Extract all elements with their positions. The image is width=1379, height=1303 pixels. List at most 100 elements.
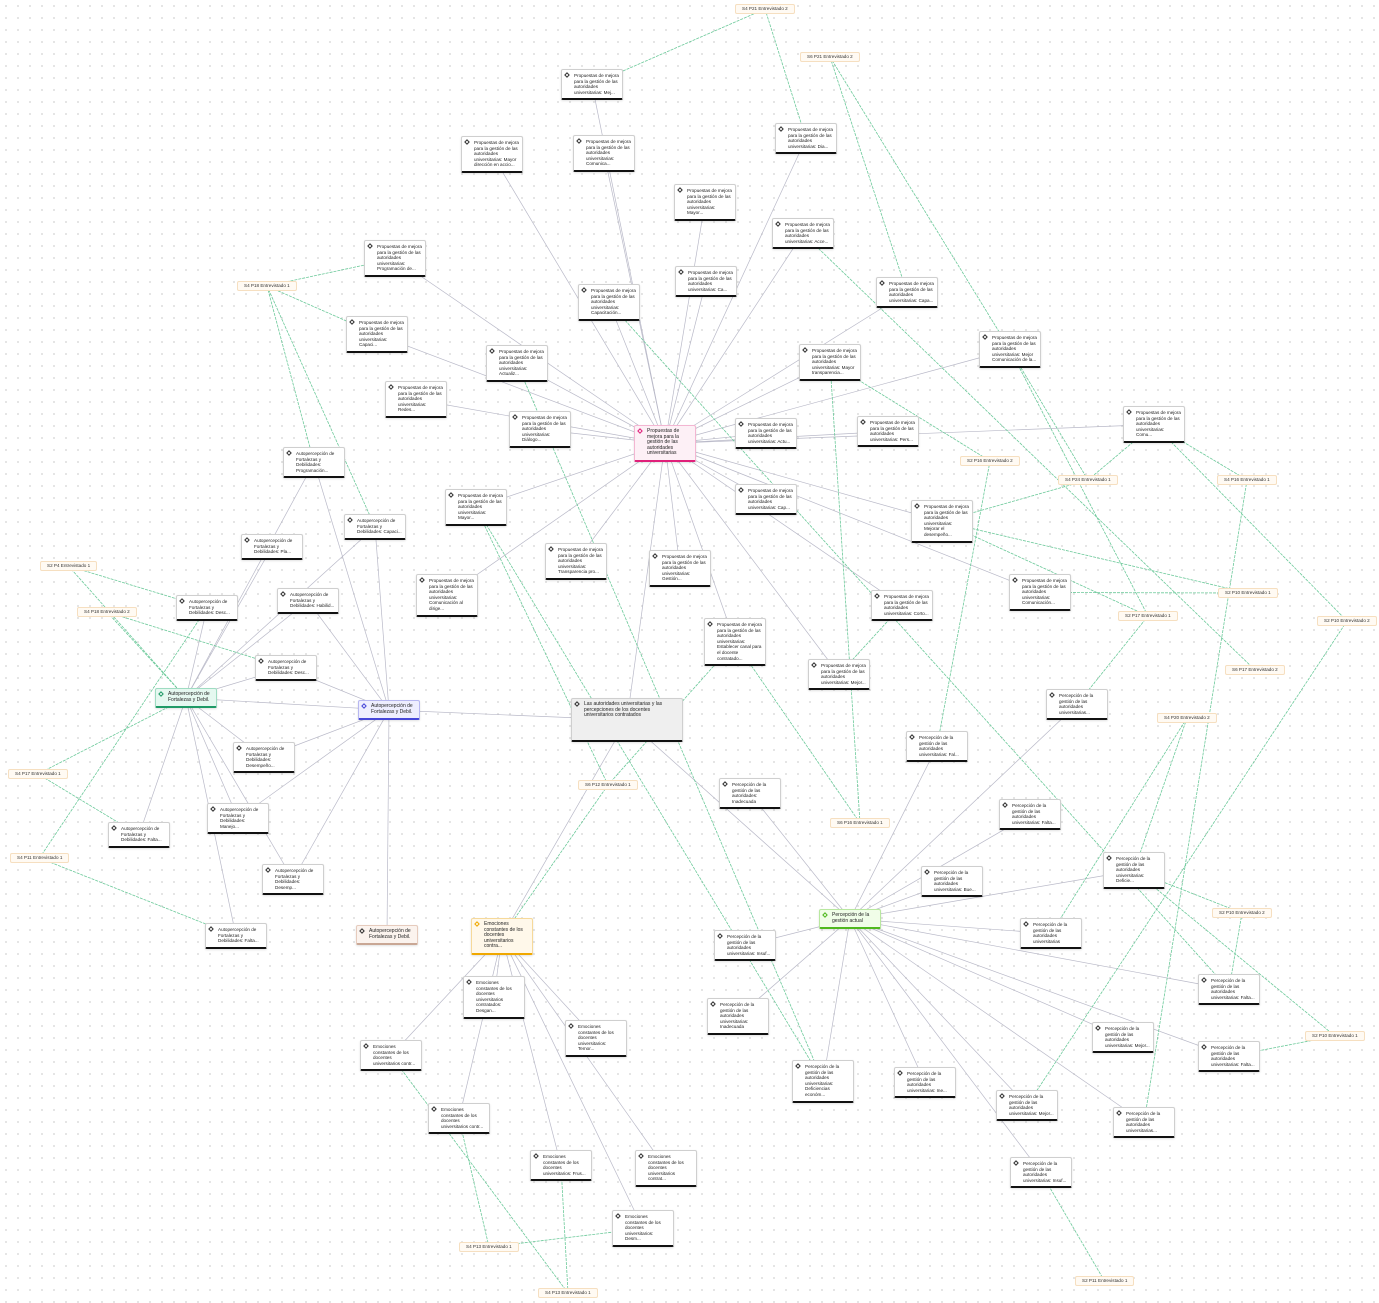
- hub-code-node[interactable]: Autopercepción de Fortalezas y Debil.: [358, 700, 420, 721]
- code-node[interactable]: Percepción de la gestión de las autorida…: [999, 799, 1061, 831]
- quotation-node[interactable]: S2 P11 Entrevistado 1: [1075, 1276, 1135, 1286]
- relation-edge: [849, 918, 1124, 1038]
- code-node[interactable]: Autopercepción de Fortalezas y Debilidad…: [344, 514, 406, 540]
- code-node[interactable]: Percepción de la gestión de las autorida…: [1113, 1107, 1175, 1139]
- quotation-node[interactable]: S2 P17 Entrevistado 1: [1118, 611, 1178, 621]
- code-node[interactable]: Propuestas de mejora para la gestión de …: [876, 277, 938, 309]
- quotation-node[interactable]: S2 P4 Entrevistado 1: [40, 561, 98, 571]
- code-node[interactable]: Propuestas de mejora para la gestión de …: [416, 574, 478, 617]
- code-node[interactable]: Percepción de la gestión de las autorida…: [1198, 974, 1260, 1006]
- code-node[interactable]: Percepción de la gestión de las autorida…: [1046, 689, 1108, 721]
- code-node[interactable]: Emociones constantes de los docentes uni…: [463, 976, 525, 1019]
- code-node[interactable]: Percepción de la gestión de las autorida…: [1020, 918, 1082, 950]
- quotation-node[interactable]: S2 P10 Entrevistado 1: [1305, 1031, 1365, 1041]
- quotation-node[interactable]: S6 P12 Entrevistado 1: [578, 780, 638, 790]
- code-node[interactable]: Propuestas de mejora para la gestión de …: [461, 136, 523, 173]
- code-node[interactable]: Autopercepción de Fortalezas y Debilidad…: [205, 923, 267, 949]
- hub-code-node[interactable]: Autopercepción de Fortalezas y Debil.: [356, 925, 418, 946]
- quotation-node[interactable]: S4 P17 Entrevistado 1: [8, 769, 68, 779]
- code-node[interactable]: Autopercepción de Fortalezas y Debilidad…: [255, 655, 317, 681]
- code-node[interactable]: Propuestas de mejora para la gestión de …: [545, 543, 607, 580]
- code-node[interactable]: Emociones constantes de los docentes uni…: [360, 1040, 422, 1072]
- code-node[interactable]: Autopercepción de Fortalezas y Debilidad…: [262, 864, 324, 896]
- code-node[interactable]: Propuestas de mejora para la gestión de …: [775, 123, 837, 155]
- code-diamond-icon: [179, 598, 185, 604]
- code-node[interactable]: Propuestas de mejora para la gestión de …: [911, 500, 973, 543]
- code-node[interactable]: Propuestas de mejora para la gestión de …: [799, 344, 861, 381]
- code-node[interactable]: Percepción de la gestión de las autorida…: [1010, 1157, 1072, 1189]
- quotation-node[interactable]: S4 P11 Entrevistado 1: [10, 853, 70, 863]
- quotation-node[interactable]: S4 P24 Entrevistado 1: [1058, 475, 1118, 485]
- hub-code-node[interactable]: Las autoridades universitarias y las per…: [571, 698, 683, 742]
- code-diamond-icon: [581, 287, 587, 293]
- code-node[interactable]: Autopercepción de Fortalezas y Debilidad…: [233, 742, 295, 774]
- code-node[interactable]: Propuestas de mejora para la gestión de …: [509, 411, 571, 448]
- code-node[interactable]: Propuestas de mejora para la gestión de …: [808, 659, 870, 691]
- code-node[interactable]: Percepción de la gestión de las autorida…: [906, 731, 968, 763]
- code-node[interactable]: Percepción de la gestión de las autorida…: [894, 1067, 956, 1099]
- code-node[interactable]: Propuestas de mejora para la gestión de …: [346, 316, 408, 353]
- code-node[interactable]: Propuestas de mejora para la gestión de …: [1123, 406, 1185, 443]
- code-node[interactable]: Autopercepción de Fortalezas y Debilidad…: [283, 447, 345, 479]
- code-node[interactable]: Autopercepción de Fortalezas y Debilidad…: [176, 595, 238, 621]
- code-node[interactable]: Propuestas de mejora para la gestión de …: [486, 345, 548, 382]
- code-node[interactable]: Percepción de la gestión de las autorida…: [707, 998, 769, 1035]
- quotation-node[interactable]: S4 P21 Entrevistado 2: [735, 4, 795, 14]
- code-node[interactable]: Propuestas de mejora para la gestión de …: [561, 69, 623, 101]
- code-node[interactable]: Percepción de la gestión de las autorida…: [792, 1060, 854, 1103]
- code-node[interactable]: Emociones constantes de los docentes uni…: [530, 1150, 592, 1182]
- node-label: Autopercepción de Fortalezas y Debilidad…: [268, 659, 309, 676]
- code-node[interactable]: Propuestas de mejora para la gestión de …: [649, 550, 711, 587]
- code-node[interactable]: Autopercepción de Fortalezas y Debilidad…: [277, 588, 339, 614]
- code-node[interactable]: Autopercepción de Fortalezas y Debilidad…: [207, 803, 269, 835]
- code-node[interactable]: Propuestas de mejora para la gestión de …: [445, 489, 507, 526]
- quotation-node[interactable]: S4 P18 Entrevistado 2: [77, 607, 137, 617]
- relation-edge: [458, 936, 503, 1119]
- quotation-node[interactable]: S4 P20 Entrevistado 2: [1157, 713, 1217, 723]
- code-node[interactable]: Propuestas de mejora para la gestión de …: [364, 240, 426, 277]
- quotation-node[interactable]: S4 P13 Entrevistado 1: [538, 1288, 598, 1298]
- quotation-node[interactable]: S6 P21 Entrevistado 2: [800, 52, 860, 62]
- code-node[interactable]: Propuestas de mejora para la gestión de …: [772, 218, 834, 250]
- code-node[interactable]: Propuestas de mejora para la gestión de …: [578, 284, 640, 321]
- code-diamond-icon: [111, 825, 117, 831]
- hub-code-node[interactable]: Propuestas de mejora para la gestión de …: [634, 425, 696, 462]
- code-node[interactable]: Emociones constantes de los docentes uni…: [565, 1020, 627, 1057]
- code-node[interactable]: Percepción de la gestión de las autorida…: [719, 778, 781, 810]
- quotation-node[interactable]: S2 P16 Entrevistado 2: [960, 456, 1020, 466]
- code-node[interactable]: Percepción de la gestión de las autorida…: [1103, 852, 1165, 889]
- code-node[interactable]: Percepción de la gestión de las autorida…: [1092, 1022, 1154, 1054]
- quotation-node[interactable]: S6 P16 Entrevistado 1: [830, 818, 890, 828]
- quotation-node[interactable]: S6 P17 Entrevistado 2: [1225, 665, 1285, 675]
- hub-code-node[interactable]: Autopercepción de Fortalezas y Debil.: [155, 688, 217, 709]
- code-node[interactable]: Percepción de la gestión de las autorida…: [714, 930, 776, 962]
- code-node[interactable]: Emociones constantes de los docentes uni…: [428, 1103, 490, 1135]
- code-node[interactable]: Propuestas de mejora para la gestión de …: [871, 590, 933, 622]
- quotation-node[interactable]: S4 P13 Entrevistado 1: [459, 1242, 519, 1252]
- code-node[interactable]: Propuestas de mejora para la gestión de …: [735, 418, 797, 450]
- code-node[interactable]: Emociones constantes de los docentes uni…: [635, 1150, 697, 1187]
- code-diamond-icon: [795, 1063, 801, 1069]
- code-node[interactable]: Propuestas de mejora para la gestión de …: [979, 331, 1041, 368]
- hub-code-node[interactable]: Emociones constantes de los docentes uni…: [471, 918, 533, 955]
- hub-code-node[interactable]: Percepción de la gestión actual: [819, 909, 881, 930]
- code-node[interactable]: Percepción de la gestión de las autorida…: [1198, 1041, 1260, 1073]
- quotation-node[interactable]: S2 P10 Entrevistado 2: [1212, 908, 1272, 918]
- code-node[interactable]: Propuestas de mejora para la gestión de …: [675, 266, 737, 298]
- code-node[interactable]: Emociones constantes de los docentes uni…: [612, 1210, 674, 1247]
- code-node[interactable]: Propuestas de mejora para la gestión de …: [735, 484, 797, 516]
- code-node[interactable]: Propuestas de mejora para la gestión de …: [385, 381, 447, 418]
- code-node[interactable]: Propuestas de mejora para la gestión de …: [674, 184, 736, 221]
- code-node[interactable]: Propuestas de mejora para la gestión de …: [1009, 574, 1071, 611]
- code-node[interactable]: Percepción de la gestión de las autorida…: [921, 866, 983, 898]
- quotation-node[interactable]: S2 P10 Entrevistado 2: [1317, 616, 1377, 626]
- quotation-node[interactable]: S4 P18 Entrevistado 1: [237, 281, 297, 291]
- quotation-node[interactable]: S2 P10 Entrevistado 1: [1218, 588, 1278, 598]
- code-node[interactable]: Propuestas de mejora para la gestión de …: [704, 618, 766, 667]
- code-node[interactable]: Autopercepción de Fortalezas y Debilidad…: [108, 822, 170, 848]
- code-node[interactable]: Propuestas de mejora para la gestión de …: [573, 135, 635, 172]
- code-node[interactable]: Autopercepción de Fortalezas y Debilidad…: [241, 534, 303, 560]
- code-node[interactable]: Propuestas de mejora para la gestión de …: [857, 416, 919, 448]
- quotation-node[interactable]: S4 P16 Entrevistado 1: [1217, 475, 1277, 485]
- code-node[interactable]: Percepción de la gestión de las autorida…: [996, 1090, 1058, 1122]
